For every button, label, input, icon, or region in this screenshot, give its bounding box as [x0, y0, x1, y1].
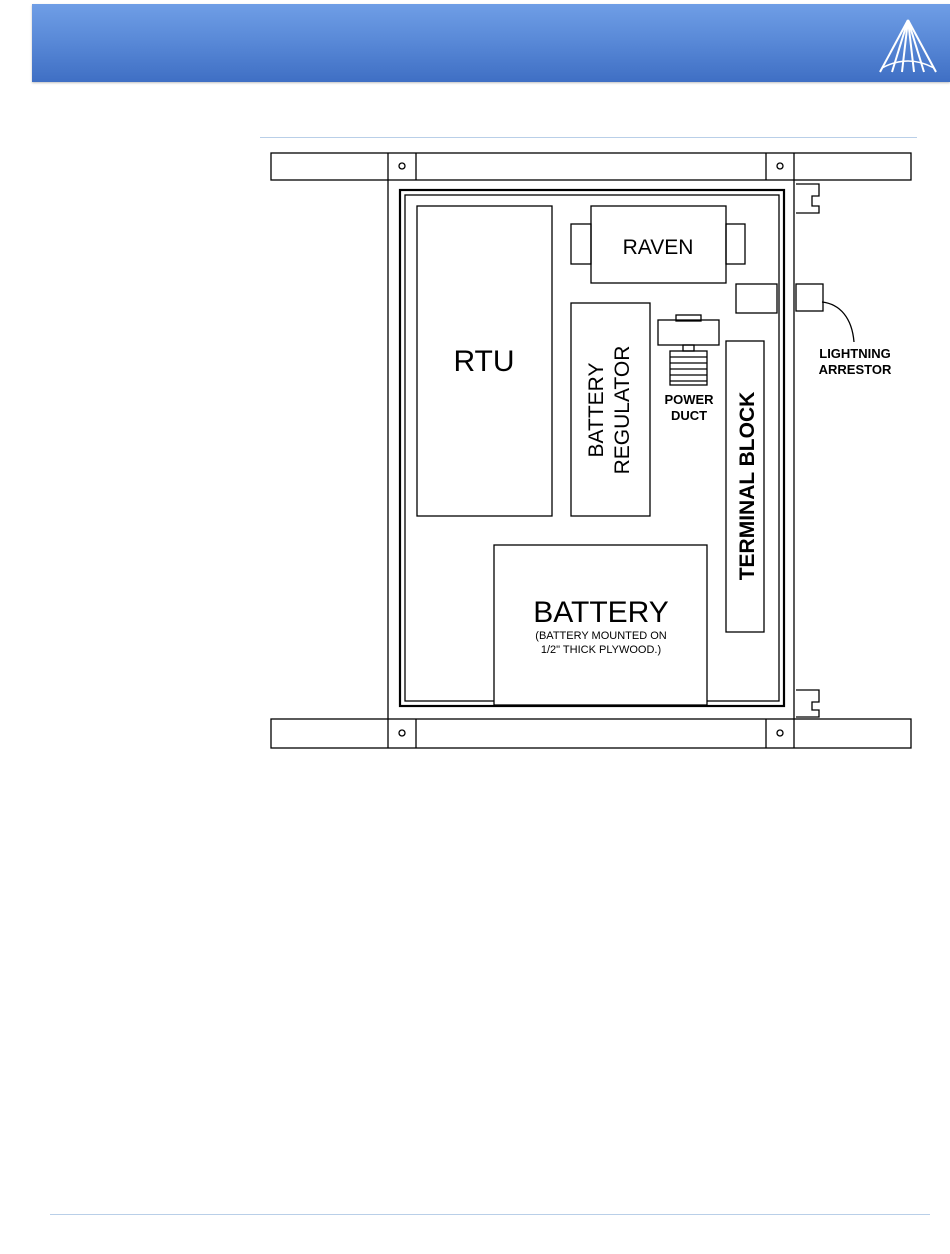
mounting-hole-icon — [777, 730, 783, 736]
battery-label: BATTERY — [533, 596, 669, 629]
lightning-arrestor-label-line2: ARRESTOR — [819, 362, 892, 377]
rtu-label: RTU — [453, 345, 514, 378]
mounting-hole-icon — [399, 163, 405, 169]
battery-note-line1: (BATTERY MOUNTED ON — [535, 630, 666, 642]
hinge-bottom-icon — [796, 690, 819, 717]
hinge-top-icon — [796, 184, 819, 213]
raven-mount-tab-right — [726, 224, 745, 264]
top-mounting-strip — [271, 153, 911, 180]
power-duct-label-line2: DUCT — [671, 408, 707, 423]
lightning-arrestor-outer — [796, 284, 823, 311]
arrestor-leader-line — [822, 302, 854, 342]
bottom-mounting-strip — [271, 719, 911, 748]
power-duct-label-line1: POWER — [664, 392, 714, 407]
raven-mount-tab-left — [571, 224, 591, 264]
bottom-divider — [50, 1214, 930, 1215]
lightning-arrestor-label-line1: LIGHTNING — [819, 346, 891, 361]
battery-regulator-label-line2: REGULATOR — [611, 346, 634, 475]
power-duct-body — [670, 351, 707, 385]
mounting-hole-icon — [399, 730, 405, 736]
raven-label: RAVEN — [623, 236, 694, 259]
terminal-block-label: TERMINAL BLOCK — [736, 392, 759, 581]
power-duct-cap — [658, 320, 719, 345]
lightning-arrestor-inner — [736, 284, 777, 313]
battery-note-line2: 1/2" THICK PLYWOOD.) — [541, 644, 661, 656]
mounting-hole-icon — [777, 163, 783, 169]
battery-regulator-label-line1: BATTERY — [585, 363, 608, 458]
